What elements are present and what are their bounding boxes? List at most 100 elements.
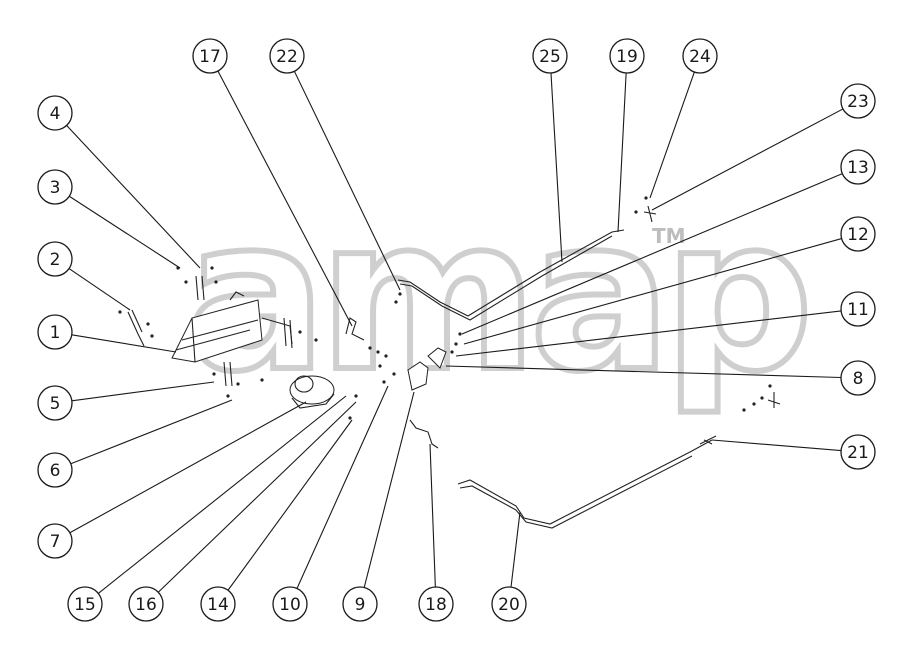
part-bracket-upper (195, 275, 205, 301)
callout-label: 17 (199, 47, 221, 67)
callout-13: 13 (461, 149, 876, 335)
callout-label: 10 (279, 595, 301, 615)
part-cooler-box (171, 291, 293, 363)
callout-circle (840, 360, 876, 396)
callout-circle (128, 586, 164, 622)
callout-label: 11 (847, 300, 869, 320)
callout-circle (67, 586, 103, 622)
callout-5: 5 (37, 381, 215, 421)
callout-circle (609, 38, 645, 74)
watermark-trademark: TM (652, 224, 686, 248)
leader-line (550, 72, 563, 263)
part-pipe-lower (457, 439, 713, 525)
watermark-logo: amap TM (182, 170, 817, 421)
callout-label: 8 (853, 369, 864, 389)
callout-circle (37, 385, 73, 421)
callout-label: 15 (74, 595, 96, 615)
callout-2: 2 (37, 241, 131, 311)
callout-label: 25 (539, 47, 561, 67)
watermark-text: amap (185, 173, 806, 418)
callout-25: 25 (532, 38, 568, 263)
leader-line (649, 71, 695, 199)
leader-line (711, 439, 842, 452)
callout-circle (840, 83, 876, 119)
part-fitting-right (767, 392, 781, 408)
callout-label: 24 (689, 47, 711, 67)
callout-label: 13 (847, 158, 869, 178)
callout-17: 17 (192, 38, 353, 327)
callout-label: 20 (498, 595, 520, 615)
callout-label: 1 (50, 323, 61, 343)
callout-21: 21 (711, 434, 876, 470)
callout-circle (37, 95, 73, 131)
callout-circle (37, 523, 73, 559)
callout-circle (200, 586, 236, 622)
leader-line (293, 71, 401, 291)
leader-line (510, 511, 521, 588)
callout-circle (37, 452, 73, 488)
callout-12: 12 (463, 216, 876, 345)
callout-label: 9 (355, 595, 366, 615)
leader-line (68, 268, 131, 311)
callout-label: 23 (847, 92, 869, 112)
callout-1: 1 (37, 314, 177, 353)
callout-circle (532, 38, 568, 74)
callout-circle (37, 314, 73, 350)
callout-24: 24 (649, 38, 718, 199)
leader-line (68, 195, 181, 269)
callout-22: 22 (269, 38, 401, 291)
callout-15: 15 (67, 395, 347, 622)
part-bracket-lower (223, 361, 233, 387)
part-hose-short (409, 419, 439, 449)
callout-19: 19 (609, 38, 645, 233)
callout-16: 16 (128, 401, 357, 622)
callout-23: 23 (651, 83, 876, 211)
leader-line (97, 395, 347, 594)
callout-circle (269, 38, 305, 74)
callout-circle (272, 586, 308, 622)
part-pipe-upper (397, 229, 625, 317)
leader-line (70, 399, 233, 465)
fastener-dots (118, 196, 772, 420)
leader-line (455, 310, 842, 357)
callout-18: 18 (418, 443, 454, 622)
part-pump-motor (289, 375, 335, 409)
part-fitting-block (407, 361, 429, 391)
callout-label: 12 (847, 225, 869, 245)
callout-circle (418, 586, 454, 622)
callout-label: 4 (50, 104, 61, 124)
callout-4: 4 (37, 95, 201, 269)
part-bracket (127, 309, 145, 347)
part-fitting-21 (699, 435, 717, 445)
callout-label: 22 (276, 47, 298, 67)
leader-line (66, 125, 201, 269)
callout-label: 6 (50, 461, 61, 481)
leader-line (617, 72, 627, 233)
callout-20: 20 (491, 511, 527, 622)
part-gasket (427, 347, 447, 369)
leader-line (217, 70, 353, 327)
leader-line (157, 401, 357, 593)
callout-circle (491, 586, 527, 622)
callout-label: 7 (50, 532, 61, 552)
callout-circle (37, 169, 73, 205)
leader-line (651, 108, 844, 211)
leader-line (363, 391, 415, 588)
leader-line (71, 381, 215, 402)
callout-10: 10 (272, 385, 389, 622)
callout-label: 18 (425, 595, 447, 615)
parts-drawing (118, 196, 781, 529)
callout-circle (192, 38, 228, 74)
leader-line (69, 401, 307, 534)
callout-11: 11 (455, 291, 876, 357)
leader-line (296, 385, 389, 589)
callout-circle (37, 241, 73, 277)
callout-circle (840, 216, 876, 252)
leader-line (461, 173, 843, 335)
callout-9: 9 (342, 391, 415, 622)
callout-label: 3 (50, 178, 61, 198)
callout-7: 7 (37, 401, 307, 559)
callout-circle (840, 434, 876, 470)
callout-label: 19 (616, 47, 638, 67)
